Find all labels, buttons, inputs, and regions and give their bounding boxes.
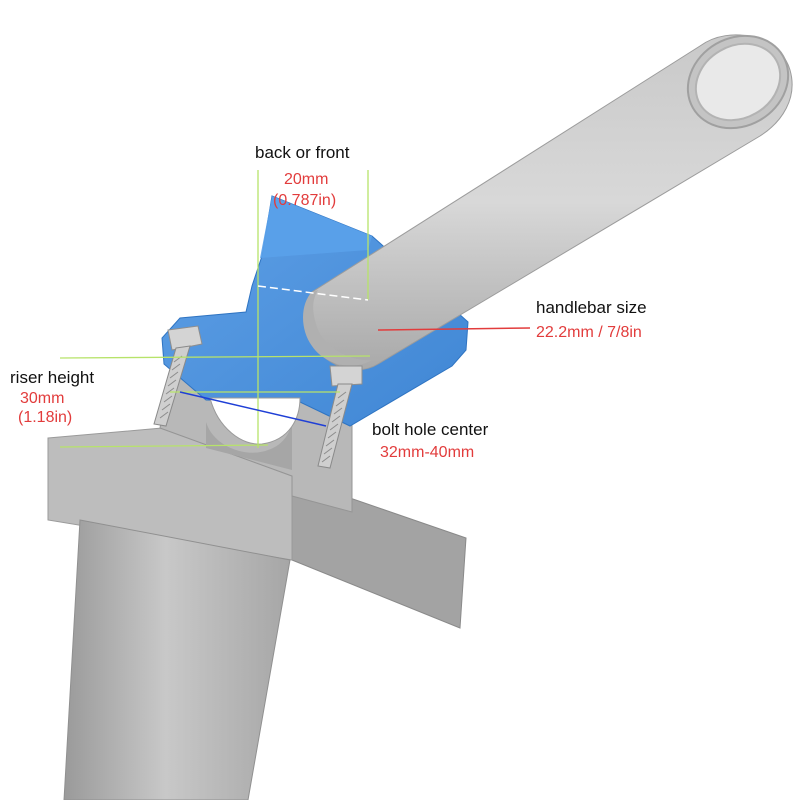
back-or-front-in: (0.787in)	[273, 192, 337, 209]
fork-tube	[63, 519, 291, 800]
bolt-hole-center-label: bolt hole center	[372, 420, 489, 439]
riser-height-label: riser height	[10, 368, 95, 387]
handlebar-size-label: handlebar size	[536, 298, 647, 317]
handlebar-end-cap	[303, 290, 372, 366]
back-or-front-label: back or front	[255, 143, 350, 162]
riser-base-notch	[206, 410, 293, 470]
bolt-hole-center-line	[179, 391, 327, 427]
riser-height-in: (1.18in)	[18, 409, 73, 426]
handlebar-size-value: 22.2mm / 7/8in	[536, 324, 642, 341]
riser-height-mm: 30mm	[20, 390, 65, 407]
guide-lines	[59, 170, 371, 448]
handlebar-size-line	[377, 327, 531, 331]
bolt-left	[153, 325, 203, 427]
back-or-front-mm: 20mm	[284, 171, 329, 188]
riser-clamp-top-face	[260, 196, 372, 258]
back-front-dimension-line	[257, 285, 369, 301]
bolt-right	[317, 365, 363, 469]
bolt-hole-center-value: 32mm-40mm	[380, 444, 475, 461]
riser-clamp-cutout	[209, 397, 301, 445]
handlebar-end-inner	[694, 42, 782, 122]
